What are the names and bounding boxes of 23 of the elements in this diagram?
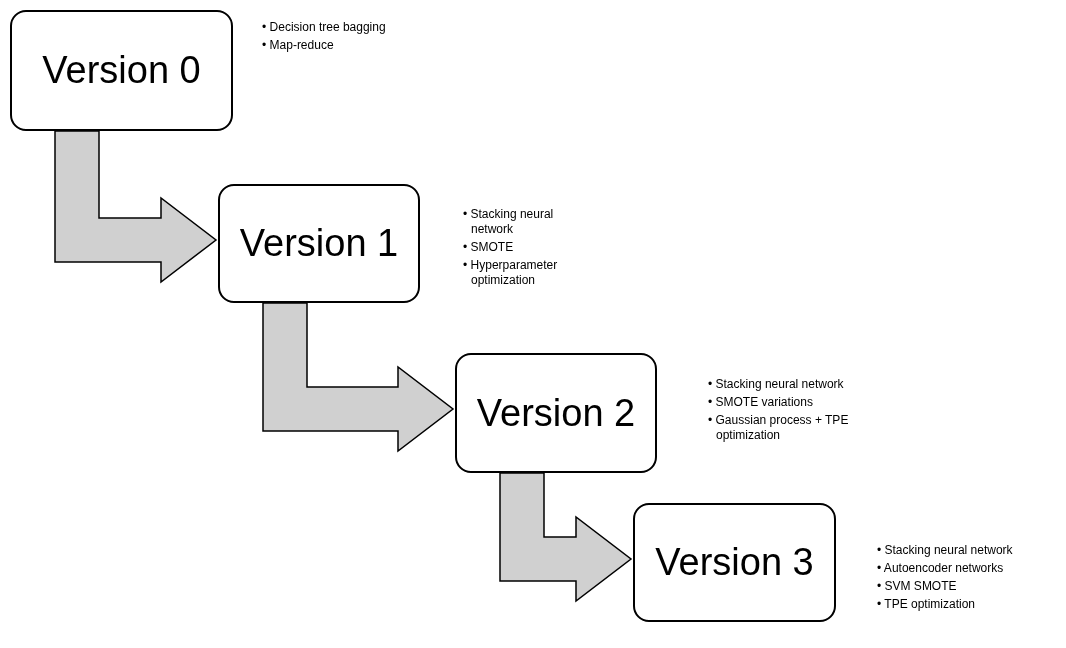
feature-item: • Map-reduce: [262, 38, 335, 53]
version-label: Version 2: [476, 391, 636, 435]
version-box: [455, 353, 657, 473]
feature-item: • Stacking neural network: [877, 543, 1014, 558]
feature-item: • Autoencoder networks: [877, 561, 1005, 576]
block-arrow: [54, 130, 218, 284]
feature-item: • SMOTE variations: [708, 395, 814, 410]
version-label: Version 3: [655, 541, 814, 584]
version-box: [633, 503, 836, 622]
version-box: [218, 184, 420, 303]
feature-item: • TPE optimization: [877, 597, 977, 612]
version-label: Version 1: [239, 222, 399, 265]
block-arrow: [499, 472, 633, 603]
feature-item: • Decision tree bagging: [262, 20, 387, 35]
feature-item: • SMOTE: [463, 240, 515, 255]
block-arrow: [262, 302, 455, 453]
version-label: Version 0: [42, 49, 201, 92]
version-box: [10, 10, 233, 131]
feature-item: • SVM SMOTE: [877, 579, 958, 594]
feature-item: • Hyperparameter optimization: [463, 258, 559, 288]
feature-item: • Stacking neural network: [708, 377, 845, 392]
feature-item: • Stacking neural network: [463, 207, 555, 237]
feature-item: • Gaussian process + TPE optimization: [708, 413, 850, 443]
